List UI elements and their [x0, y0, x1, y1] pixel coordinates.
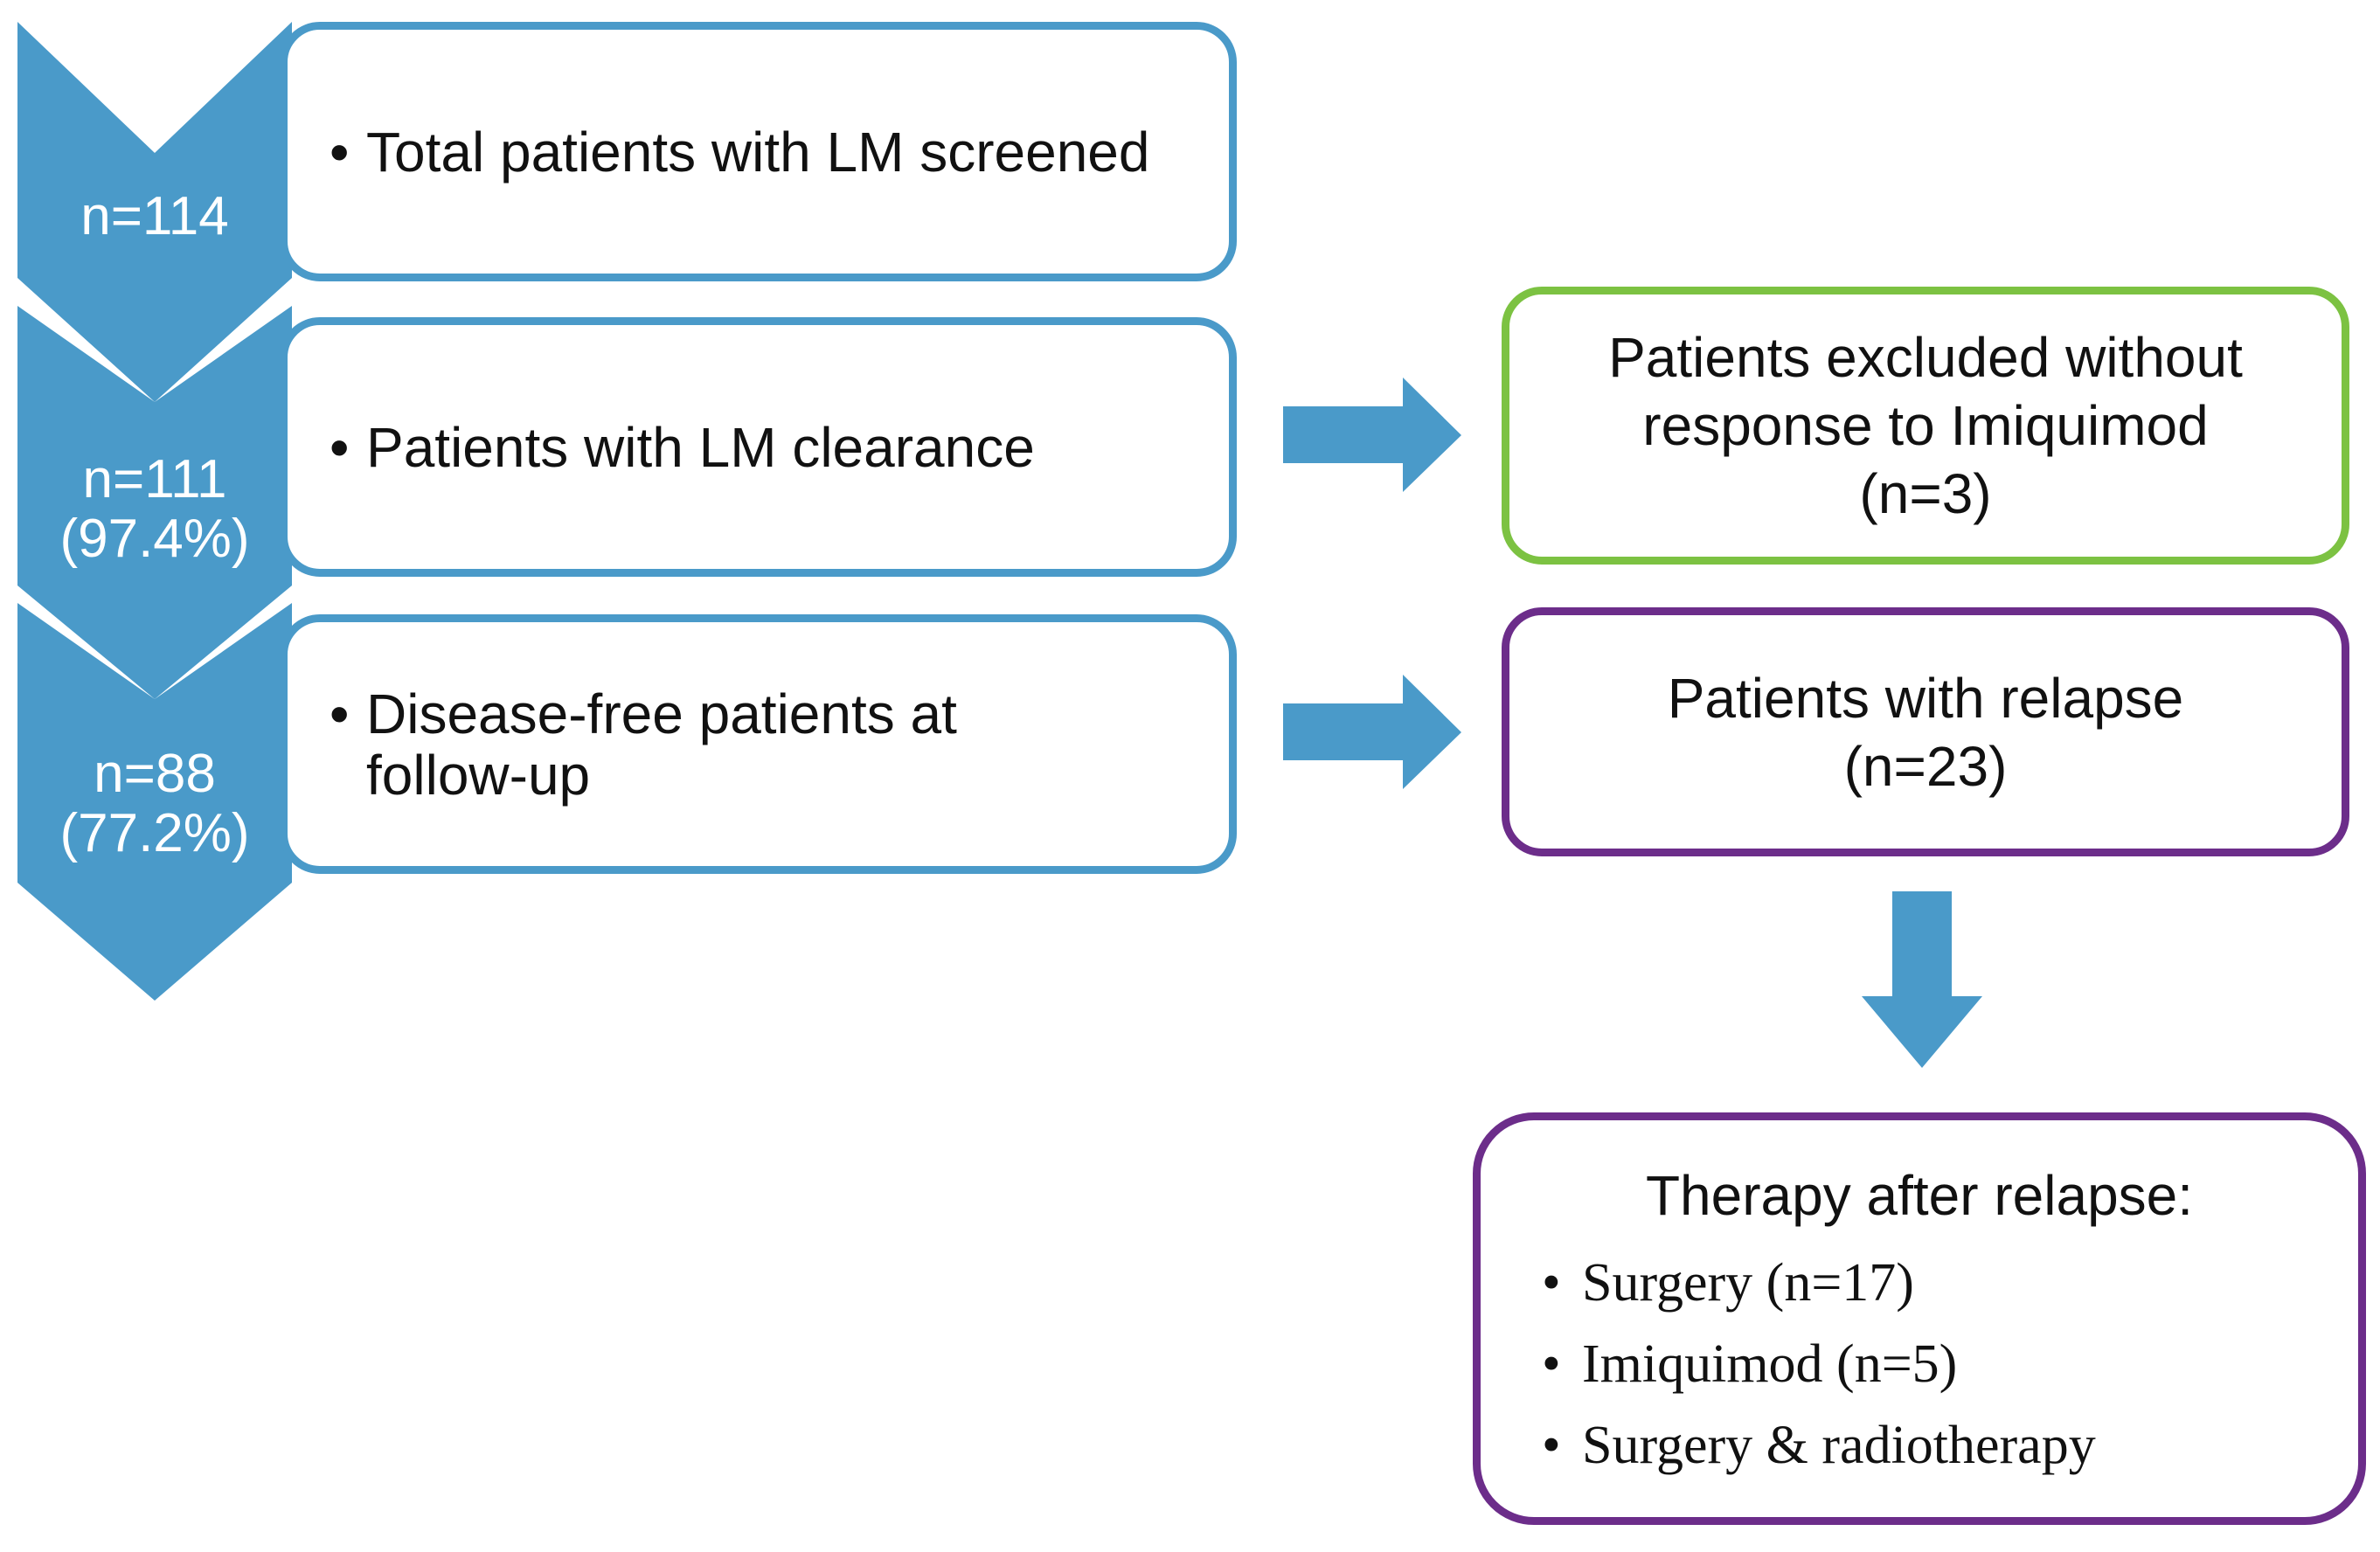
step-3-count: n=88 (77.2%): [17, 745, 292, 863]
step-3-box: • Disease-free patients at follow-up: [280, 614, 1237, 874]
down-arrow: [1862, 891, 1982, 1068]
bullet-icon: •: [1542, 1334, 1561, 1394]
step-1-count-value: n=114: [80, 186, 229, 246]
step-3-percent: (77.2%): [59, 803, 250, 863]
therapy-item: • Surgery & radiotherapy: [1542, 1405, 2096, 1486]
therapy-box: Therapy after relapse: • Surgery (n=17) •…: [1473, 1112, 2366, 1525]
excluded-line-2: response to Imiquimod: [1642, 394, 2209, 457]
relapse-line-1: Patients with relapse: [1667, 666, 2184, 730]
step-2-text: • Patients with LM clearance: [330, 417, 1194, 478]
step-1-count: n=114: [17, 187, 292, 246]
step-1-text: • Total patients with LM screened: [330, 121, 1194, 183]
excluded-text: Patients excluded without response to Im…: [1527, 323, 2324, 528]
therapy-item-label: Surgery (n=17): [1582, 1253, 1914, 1313]
step-1-label: Total patients with LM screened: [366, 120, 1150, 184]
step-2-percent: (97.4%): [59, 509, 250, 569]
therapy-item: • Imiquimod (n=5): [1542, 1324, 2096, 1405]
chevron-step-2: [17, 306, 292, 699]
relapse-box: Patients with relapse (n=23): [1502, 607, 2349, 856]
bullet-icon: •: [330, 415, 350, 479]
relapse-text: Patients with relapse (n=23): [1527, 664, 2324, 800]
chevron-step-3: [17, 603, 292, 1001]
excluded-box: Patients excluded without response to Im…: [1502, 287, 2349, 565]
right-arrow-2: [1283, 675, 1461, 789]
chevron-step-1: [17, 22, 292, 402]
therapy-title: Therapy after relapse:: [1645, 1164, 2194, 1227]
step-2-box: • Patients with LM clearance: [280, 317, 1237, 577]
therapy-item-label: Imiquimod (n=5): [1582, 1334, 1958, 1394]
step-2-count: n=111 (97.4%): [17, 450, 292, 569]
therapy-item-label: Surgery & radiotherapy: [1582, 1416, 2096, 1475]
bullet-icon: •: [330, 682, 350, 745]
excluded-line-3: (n=3): [1859, 462, 1992, 525]
therapy-list: • Surgery (n=17) • Imiquimod (n=5) • Surger…: [1542, 1243, 2096, 1486]
bullet-icon: •: [1542, 1253, 1561, 1313]
step-3-text: • Disease-free patients at follow-up: [330, 683, 1194, 806]
excluded-line-1: Patients excluded without: [1608, 326, 2243, 389]
right-arrow-1: [1283, 378, 1461, 492]
step-3-count-value: n=88: [94, 744, 216, 804]
relapse-line-2: (n=23): [1843, 734, 2008, 798]
step-1-box: • Total patients with LM screened: [280, 22, 1237, 281]
therapy-item: • Surgery (n=17): [1542, 1243, 2096, 1324]
step-2-count-value: n=111: [82, 449, 227, 509]
step-3-label: Disease-free patients at follow-up: [366, 682, 957, 807]
bullet-icon: •: [330, 120, 350, 184]
bullet-icon: •: [1542, 1416, 1561, 1475]
step-2-label: Patients with LM clearance: [366, 415, 1035, 479]
